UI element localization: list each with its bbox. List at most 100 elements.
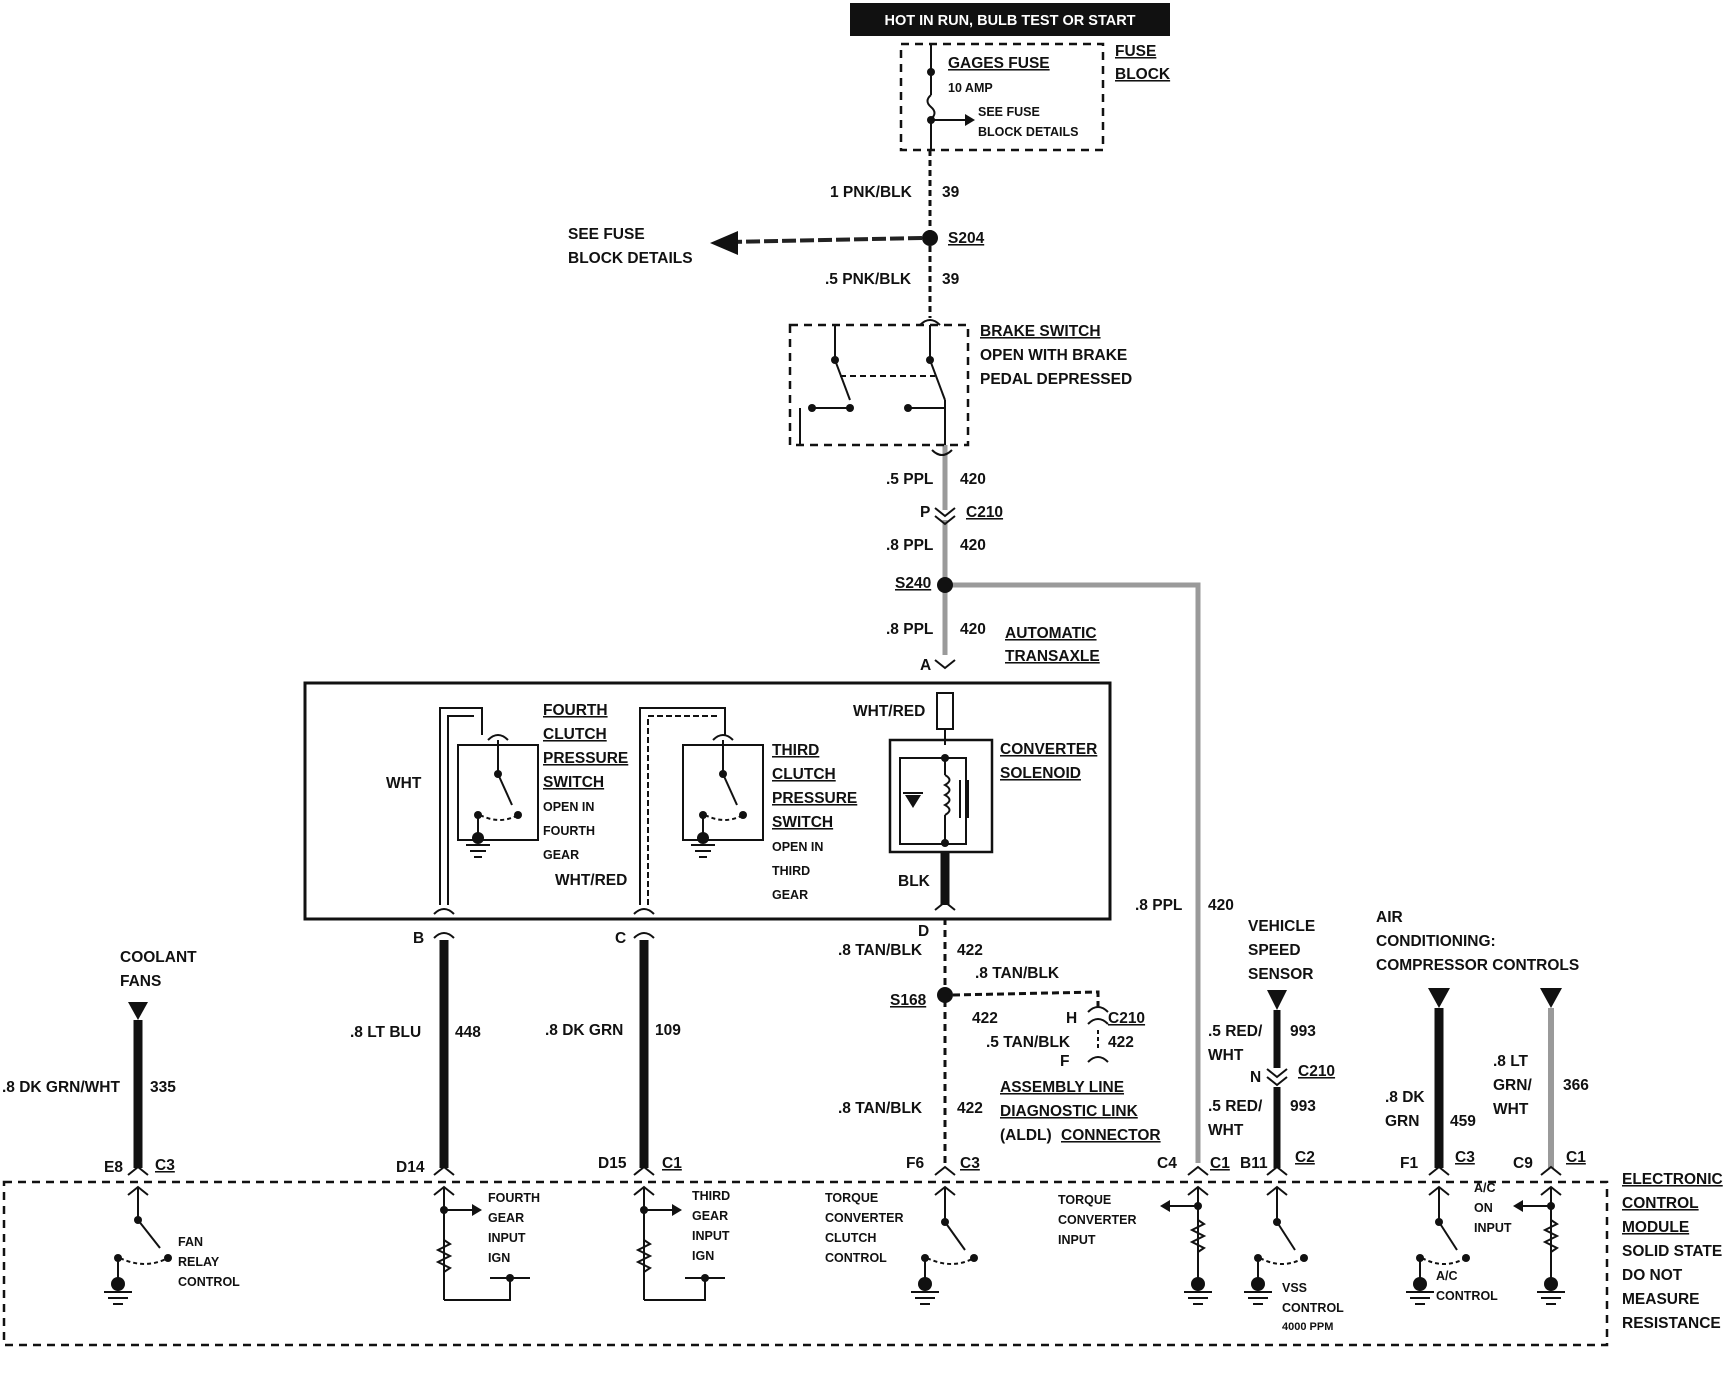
ecm-acin-3: INPUT xyxy=(1474,1221,1512,1235)
tci-conn: C1 xyxy=(1210,1155,1230,1172)
ecm-tci-3: INPUT xyxy=(1058,1233,1096,1247)
aldl-line-2: DIAGNOSTIC LINK xyxy=(1000,1103,1139,1120)
s204-wire-top: 1 PNK/BLK xyxy=(830,184,913,201)
wht-red-label: WHT/RED xyxy=(555,872,627,889)
ecm-fourth-1: FOURTH xyxy=(488,1191,540,1205)
fuse-note-2: BLOCK DETAILS xyxy=(978,125,1078,139)
ac-wire-1b: GRN xyxy=(1385,1113,1419,1130)
right-wire-circuit: 420 xyxy=(1208,897,1234,914)
ecm-note-3: MEASURE xyxy=(1622,1291,1700,1308)
fourth-line-5: OPEN IN xyxy=(543,800,594,814)
fourth-wire-circuit: 448 xyxy=(455,1024,481,1041)
c210-label: C210 xyxy=(966,504,1003,521)
ecm-third-3: INPUT xyxy=(692,1229,730,1243)
ecm-fourth-4: IGN xyxy=(488,1251,510,1265)
fuse-block: GAGES FUSE 10 AMP SEE FUSE BLOCK DETAILS… xyxy=(899,42,1171,152)
coolant-title-1: COOLANT xyxy=(120,949,197,966)
ac-circuit-1: 459 xyxy=(1450,1113,1476,1130)
fourth-wire-pin: D14 xyxy=(396,1159,425,1176)
wht-red-top-label: WHT/RED xyxy=(853,703,925,720)
ecm-vss-1: VSS xyxy=(1282,1281,1307,1295)
s204-label: S204 xyxy=(948,230,985,247)
vehicle-speed-sensor-circuit: VEHICLE SPEED SENSOR .5 RED/ WHT 993 N C… xyxy=(1208,918,1335,1176)
ecm-acctl-2: CONTROL xyxy=(1436,1289,1498,1303)
third-wire-circuit: 109 xyxy=(655,1022,681,1039)
ecm-tcc-3: CLUTCH xyxy=(825,1231,876,1245)
power-header: HOT IN RUN, BULB TEST OR START xyxy=(850,3,1170,36)
ac-wire-2b: GRN/ xyxy=(1493,1077,1532,1094)
ecm-note-1: SOLID STATE xyxy=(1622,1243,1722,1260)
third-line-4: SWITCH xyxy=(772,814,833,831)
fuse-block-title: FUSE xyxy=(1115,43,1156,60)
third-line-6: THIRD xyxy=(772,864,810,878)
splice-s204-dot xyxy=(922,230,938,246)
fuse-block-title-2: BLOCK xyxy=(1115,66,1171,83)
tcc-pin: F6 xyxy=(906,1155,924,1172)
s240-wire: .8 PPL xyxy=(886,621,933,638)
c210-wire-top: .5 PPL xyxy=(886,471,933,488)
vss-wire-1b: WHT xyxy=(1208,1047,1244,1064)
s204-circuit-bottom: 39 xyxy=(942,271,960,288)
splice-s168-dot xyxy=(937,987,953,1003)
transaxle-pin-b: B xyxy=(413,930,424,947)
ecm-acctl-1: A/C xyxy=(1436,1269,1458,1283)
third-line-1: THIRD xyxy=(772,742,819,759)
fuse-name: GAGES FUSE xyxy=(948,55,1050,72)
ac-conn-2: C1 xyxy=(1566,1149,1586,1166)
ecm-third-4: IGN xyxy=(692,1249,714,1263)
converter-solenoid-1: CONVERTER xyxy=(1000,741,1097,758)
s168-label: S168 xyxy=(890,992,927,1009)
coolant-circuit: 335 xyxy=(150,1079,176,1096)
ac-circuit-2: 366 xyxy=(1563,1077,1589,1094)
vss-wire-2b: WHT xyxy=(1208,1122,1244,1139)
ecm-fan-2: RELAY xyxy=(178,1255,220,1269)
ac-title-3: COMPRESSOR CONTROLS xyxy=(1376,957,1579,974)
tcc-circuit-2: 422 xyxy=(972,1010,998,1027)
s204-see-1: SEE FUSE xyxy=(568,226,645,243)
splice-s204: 1 PNK/BLK 39 S204 SEE FUSE BLOCK DETAILS… xyxy=(568,184,985,288)
ecm-title-1: ELECTRONIC xyxy=(1622,1171,1723,1188)
right-ppl-wire: .8 PPL 420 xyxy=(1135,897,1234,914)
s240-label: S240 xyxy=(895,575,931,592)
fourth-gear-wire: .8 LT BLU 448 D14 xyxy=(350,932,481,1176)
blk-label: BLK xyxy=(898,873,931,890)
aldl-line-3a: (ALDL) xyxy=(1000,1127,1052,1144)
converter-solenoid-2: SOLENOID xyxy=(1000,765,1081,782)
electronic-control-module: ELECTRONIC CONTROL MODULE SOLID STATE DO… xyxy=(2,1171,1723,1347)
ecm-acin-2: ON xyxy=(1474,1201,1493,1215)
ecm-fan-3: CONTROL xyxy=(178,1275,240,1289)
ecm-vss-2: CONTROL xyxy=(1282,1301,1344,1315)
ac-title-1: AIR xyxy=(1376,909,1403,926)
fourth-line-2: CLUTCH xyxy=(543,726,607,743)
aldl-pin-f: F xyxy=(1060,1053,1069,1070)
vss-title-1: VEHICLE xyxy=(1248,918,1315,935)
aldl-line-3b: CONNECTOR xyxy=(1061,1127,1161,1144)
vss-title-3: SENSOR xyxy=(1248,966,1313,983)
third-gear-wire: .8 DK GRN 109 D15 C1 xyxy=(545,932,682,1176)
ecm-tci-1: TORQUE xyxy=(1058,1193,1111,1207)
fourth-line-1: FOURTH xyxy=(543,702,608,719)
ecm-title-3: MODULE xyxy=(1622,1219,1689,1236)
c210-pin-p: P xyxy=(920,504,930,521)
vss-c210: C210 xyxy=(1298,1063,1335,1080)
third-wire-pin: D15 xyxy=(598,1155,627,1172)
ecm-box xyxy=(2,1180,1609,1347)
c210-circuit-top: 420 xyxy=(960,471,986,488)
transaxle-pin-d: D xyxy=(918,923,929,940)
c210-wire-bottom: .8 PPL xyxy=(886,537,933,554)
ac-pin-1: F1 xyxy=(1400,1155,1418,1172)
fuse-note-1: SEE FUSE xyxy=(978,105,1040,119)
vss-circuit-2: 993 xyxy=(1290,1098,1316,1115)
ecm-tcc-4: CONTROL xyxy=(825,1251,887,1265)
ecm-vss-rate: 4000 PPM xyxy=(1282,1321,1333,1333)
tcc-circuit-4: 422 xyxy=(957,1100,983,1117)
third-wire-label: .8 DK GRN xyxy=(545,1022,623,1039)
vss-pin-n: N xyxy=(1250,1069,1261,1086)
tcc-wire-4: .8 TAN/BLK xyxy=(838,1100,923,1117)
third-wire-conn: C1 xyxy=(662,1155,682,1172)
converter-solenoid-box xyxy=(888,738,994,854)
ecm-tcc-1: TORQUE xyxy=(825,1191,878,1205)
aldl-c210: C210 xyxy=(1108,1010,1145,1027)
header-text: HOT IN RUN, BULB TEST OR START xyxy=(884,13,1135,29)
ac-wire-2c: WHT xyxy=(1493,1101,1529,1118)
